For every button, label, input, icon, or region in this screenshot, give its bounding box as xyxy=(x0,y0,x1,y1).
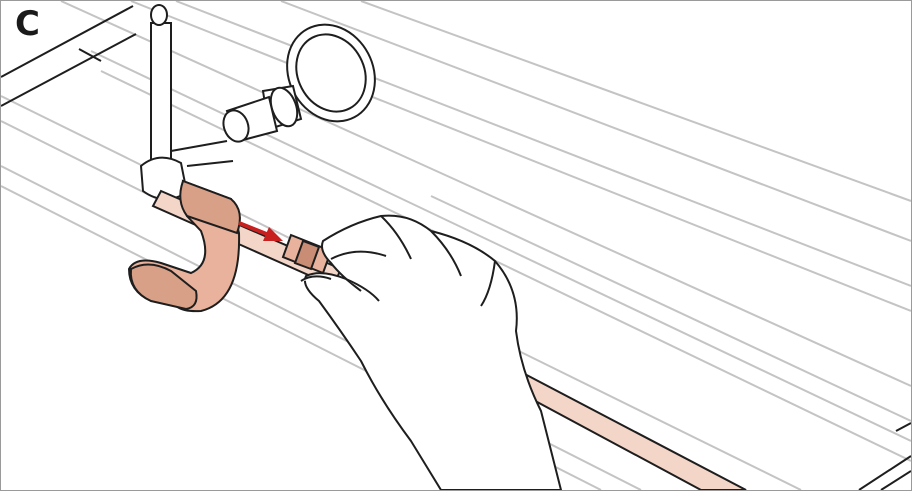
support-post xyxy=(139,4,234,200)
hand-icon xyxy=(300,214,563,490)
hook-icon xyxy=(127,179,241,313)
step-label: C xyxy=(15,4,40,44)
arrow-right-icon xyxy=(238,221,283,241)
shelf-frame xyxy=(1,5,911,490)
wall-flange-icon xyxy=(222,23,376,143)
